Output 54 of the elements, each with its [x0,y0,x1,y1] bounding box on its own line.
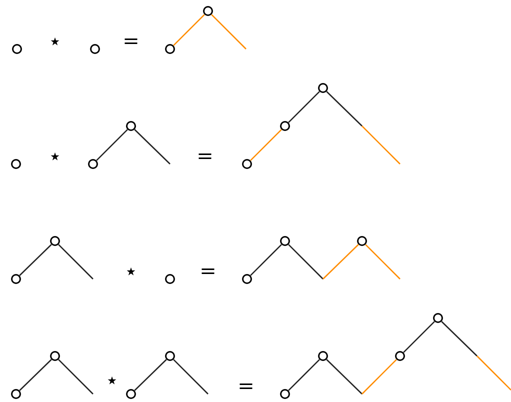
path-segment [134,129,170,164]
vertex-circle [11,159,21,169]
path-segment [211,14,246,50]
vertex-circle [88,159,98,169]
vertex-circle [126,389,136,399]
path-segment [250,244,282,276]
vertex-circle [126,121,136,131]
path-segment [58,244,94,280]
path-segment [58,359,94,394]
path-segment [288,359,320,391]
vertex-circle [11,274,21,284]
path-segment [365,244,400,280]
path-segment [288,244,324,280]
vertex-circle [433,313,443,323]
path-segment [19,244,52,276]
vertex-circle [165,274,175,284]
vertex-circle [12,44,22,54]
path-segment [173,14,205,46]
path-segment [134,359,167,391]
path-segment [326,91,362,126]
equals-sign: = [202,268,214,274]
path-segment [326,359,362,394]
path-segment [403,321,435,353]
star-operator: ⋆ [50,152,60,160]
path-segment [441,321,478,356]
equals-sign: = [240,384,252,390]
vertex-circle [242,159,252,169]
vertex-circle [165,44,175,54]
vertex-circle [242,274,252,284]
vertex-circle [280,121,290,131]
equals-sign: = [124,38,138,44]
vertex-circle [318,351,328,361]
vertex-circle [50,236,60,246]
vertex-circle [280,236,290,246]
vertex-circle [11,389,21,399]
vertex-circle [90,44,100,54]
star-operator: ⋆ [108,376,116,384]
path-segment [19,359,52,391]
path-segment [96,129,128,161]
star-operator: ⋆ [126,267,136,276]
vertex-circle [203,6,213,16]
equals-sign: = [198,154,212,160]
path-segment [288,91,320,123]
star-operator: ⋆ [50,37,60,46]
vertex-circle [165,351,175,361]
vertex-circle [357,236,367,246]
path-segment [173,359,208,394]
path-segment [250,129,282,161]
vertex-circle [50,351,60,361]
path-segment [322,244,359,280]
vertex-circle [318,83,328,93]
path-segment [362,359,397,394]
vertex-circle [395,351,405,361]
vertex-circle [280,389,290,399]
